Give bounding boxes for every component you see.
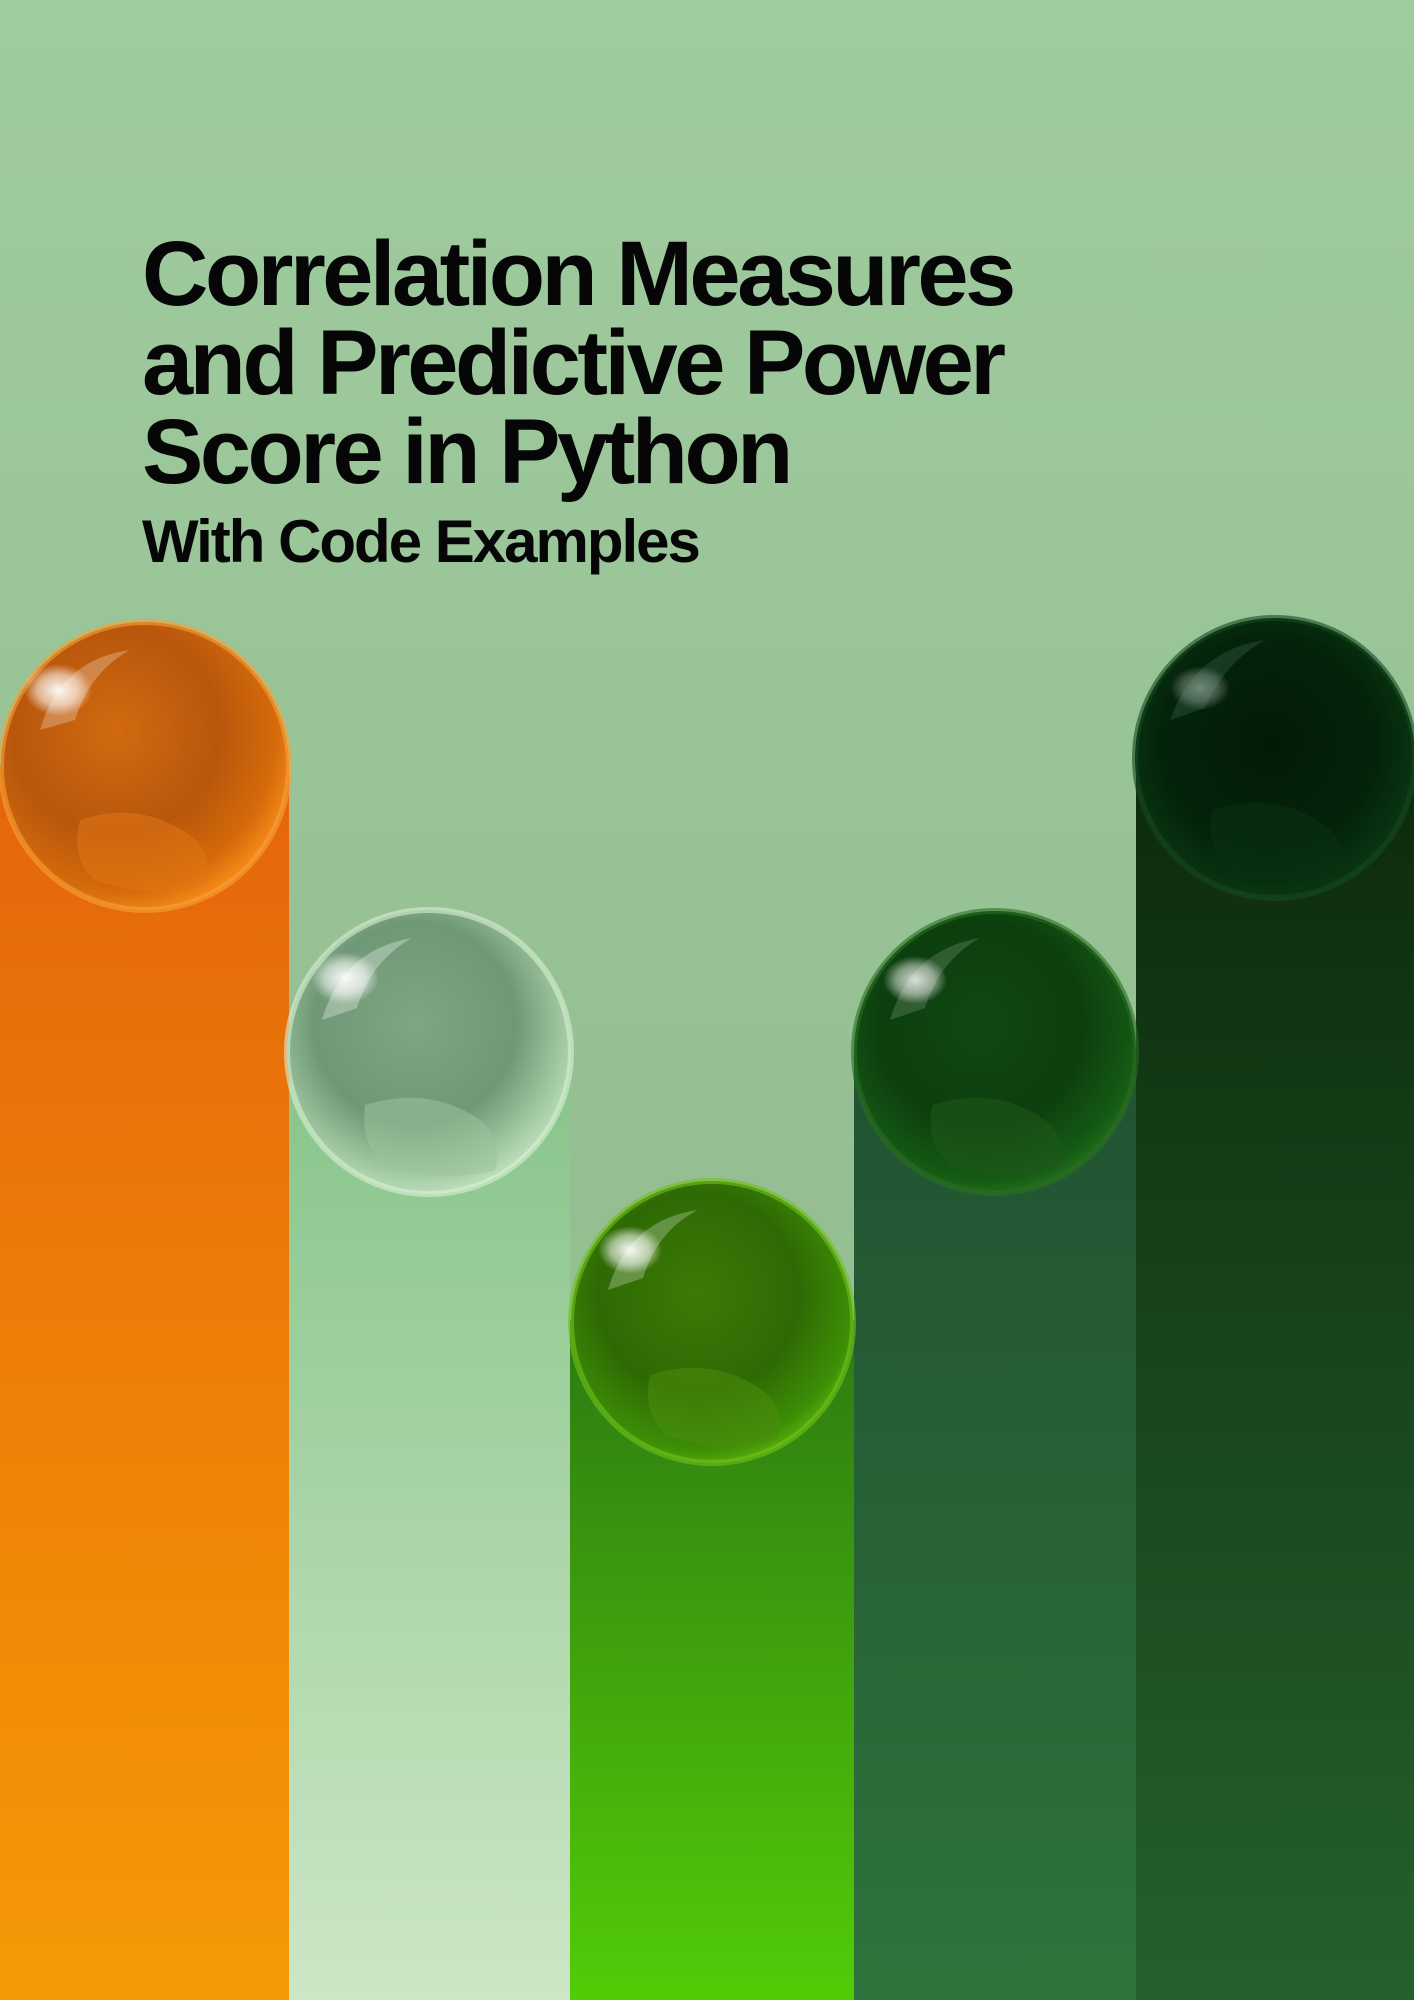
- title-line-1: Correlation Measures: [142, 223, 1016, 325]
- bar-orange: [0, 765, 289, 2000]
- mid-green-sphere: [851, 908, 1139, 1196]
- subtitle: With Code Examples: [142, 508, 701, 575]
- bar-pale-green: [289, 1050, 570, 2000]
- orange-sphere: [0, 619, 292, 913]
- bar-dark-green: [1136, 760, 1414, 2000]
- bar-mid-green: [854, 1050, 1136, 2000]
- dark-green-sphere: [1132, 615, 1414, 901]
- title-line-3: Score in Python: [142, 401, 793, 503]
- title-line-2: and Predictive Power: [142, 312, 1006, 414]
- bright-green-sphere: [568, 1178, 856, 1466]
- title-block: Correlation Measures and Predictive Powe…: [142, 223, 1142, 577]
- pale-green-sphere: [284, 907, 574, 1197]
